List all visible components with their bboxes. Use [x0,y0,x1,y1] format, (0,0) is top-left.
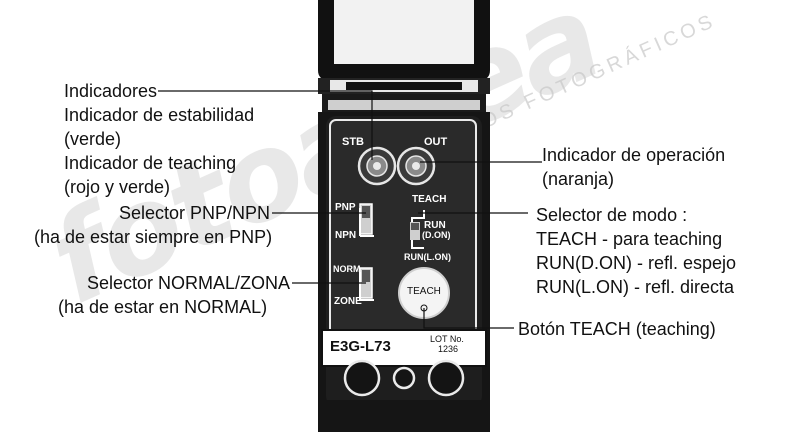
label-norm-note: (ha de estar en NORMAL) [58,297,268,317]
pnp-text: PNP [335,202,356,213]
d-on-text: (D.ON) [422,230,451,240]
label-boton: Botón TEACH (teaching) [518,319,716,339]
label-modo-teach: TEACH - para teaching [536,229,723,249]
npn-text: NPN [335,230,357,241]
pnp-npn-switch [359,203,374,237]
label-naranja: (naranja) [542,169,615,189]
lot-label: LOT No. [430,334,464,344]
label-teaching: Indicador de teaching [64,153,237,173]
stb-text: STB [342,136,364,148]
label-modo: Selector de modo : [536,205,688,225]
device-cover [318,0,490,114]
out-text: OUT [424,136,448,148]
mode-selector-switch [410,210,425,249]
run-text: RUN [424,220,446,231]
teach-button-text: TEACH [407,286,441,297]
norm-zone-switch [359,267,374,301]
label-rojo-verde: (rojo y verde) [64,177,171,197]
zone-text: ZONE [334,296,362,307]
label-pnp-selector: Selector PNP/NPN [118,203,270,223]
leader-lines [158,90,542,329]
out-indicator [396,146,436,186]
lot-number: 1236 [438,344,459,354]
label-estabilidad: Indicador de estabilidad [64,105,255,125]
norm-text: NORM [333,264,361,274]
stb-indicator [357,146,397,186]
run-l-on-text: RUN(L.ON) [404,252,451,262]
label-indicadores: Indicadores [64,81,158,101]
teach-mode-text: TEACH [412,194,447,205]
label-pnp-note: (ha de estar siempre en PNP) [34,227,273,247]
label-norm-selector: Selector NORMAL/ZONA [86,273,290,293]
model-text: E3G-L73 [330,338,391,355]
label-modo-lon: RUN(L.ON) - refl. directa [536,277,735,297]
label-verde: (verde) [64,129,122,149]
label-operacion: Indicador de operación [542,145,726,165]
label-modo-don: RUN(D.ON) - refl. espejo [536,253,737,273]
